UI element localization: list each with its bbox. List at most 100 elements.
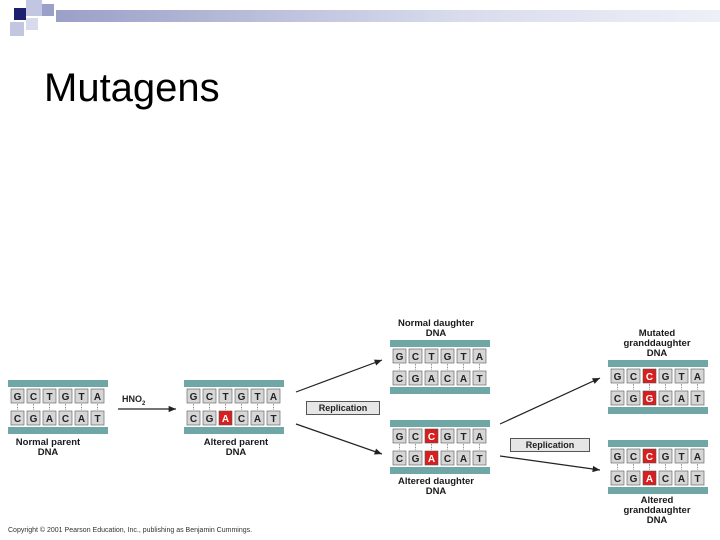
base-letter: A — [78, 414, 85, 425]
base-tile — [610, 368, 625, 384]
base-tile — [642, 390, 657, 406]
base-tile — [674, 470, 689, 486]
slide-title: Mutagens — [44, 66, 220, 110]
base-letter: T — [270, 414, 276, 425]
base-tile — [642, 368, 657, 384]
base-letter: A — [476, 352, 483, 363]
backbone-rail — [184, 427, 284, 434]
base-letter: A — [428, 374, 435, 385]
base-tile — [472, 428, 487, 444]
base-tile — [90, 410, 105, 426]
base-tile — [408, 348, 423, 364]
title-bar — [56, 10, 720, 22]
corner-square-light — [26, 18, 38, 30]
base-letter: C — [428, 432, 435, 443]
base-letter: C — [630, 372, 637, 383]
base-tile — [658, 448, 673, 464]
base-letter: G — [614, 452, 622, 463]
base-tile — [10, 410, 25, 426]
base-tile — [392, 428, 407, 444]
arrow-head — [168, 405, 176, 413]
base-letter: T — [476, 374, 482, 385]
base-tile — [218, 410, 233, 426]
base-letter: C — [630, 452, 637, 463]
base-tile — [408, 450, 423, 466]
backbone-rail — [390, 340, 490, 347]
base-tile — [658, 470, 673, 486]
base-tile — [26, 410, 41, 426]
base-letter: G — [412, 374, 420, 385]
base-tile — [202, 410, 217, 426]
base-tile — [440, 370, 455, 386]
base-tile — [658, 390, 673, 406]
replication-label-2: Replication — [510, 438, 590, 452]
base-tile — [392, 348, 407, 364]
base-tile — [74, 410, 89, 426]
base-letter: G — [662, 452, 670, 463]
base-tile — [472, 450, 487, 466]
base-tile — [186, 388, 201, 404]
base-tile — [250, 410, 265, 426]
arrow-line — [499, 455, 601, 471]
base-letter: C — [646, 452, 653, 463]
base-tile — [218, 388, 233, 404]
base-tile — [626, 368, 641, 384]
base-letter: T — [94, 414, 100, 425]
base-tile — [472, 348, 487, 364]
base-tile — [440, 428, 455, 444]
backbone-rail — [608, 407, 708, 414]
base-letter: G — [396, 432, 404, 443]
base-tile — [266, 410, 281, 426]
base-tile — [610, 390, 625, 406]
base-letter: C — [444, 454, 451, 465]
base-tile — [674, 368, 689, 384]
base-tile — [58, 388, 73, 404]
base-letter: G — [630, 394, 638, 405]
base-tile — [456, 428, 471, 444]
base-letter: T — [46, 392, 52, 403]
base-letter: A — [678, 474, 685, 485]
base-letter: G — [190, 392, 198, 403]
base-letter: A — [694, 452, 701, 463]
base-letter: A — [428, 454, 435, 465]
base-letter: T — [678, 372, 684, 383]
arrow-line — [295, 423, 383, 455]
base-letter: A — [694, 372, 701, 383]
base-letter: A — [460, 374, 467, 385]
base-letter: T — [476, 454, 482, 465]
base-tile — [456, 450, 471, 466]
base-letter: C — [396, 454, 403, 465]
base-letter: A — [476, 432, 483, 443]
backbone-rail — [390, 420, 490, 427]
base-letter: C — [412, 432, 419, 443]
base-letter: T — [222, 392, 228, 403]
base-tile — [26, 388, 41, 404]
corner-square-light — [10, 22, 24, 36]
backbone-rail — [184, 380, 284, 387]
base-letter: T — [460, 352, 466, 363]
base-letter: C — [614, 474, 621, 485]
base-tile — [642, 448, 657, 464]
arrow-line — [295, 359, 383, 393]
base-tile — [42, 388, 57, 404]
base-letter: C — [30, 392, 37, 403]
base-letter: A — [254, 414, 261, 425]
base-letter: C — [444, 374, 451, 385]
arrow-line — [499, 377, 601, 425]
base-tile — [456, 348, 471, 364]
base-tile — [440, 348, 455, 364]
arrow-head — [592, 465, 600, 473]
base-tile — [58, 410, 73, 426]
backbone-rail — [8, 427, 108, 434]
base-tile — [408, 370, 423, 386]
base-tile — [392, 450, 407, 466]
base-tile — [186, 410, 201, 426]
base-letter: C — [412, 352, 419, 363]
base-tile — [674, 390, 689, 406]
base-letter: G — [30, 414, 38, 425]
backbone-rail — [390, 387, 490, 394]
base-letter: C — [662, 474, 669, 485]
base-tile — [90, 388, 105, 404]
